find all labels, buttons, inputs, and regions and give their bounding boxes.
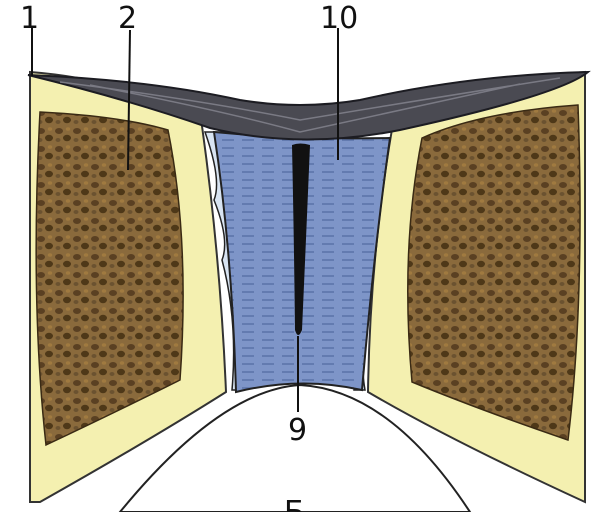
label-9: 9 (288, 413, 307, 448)
right-spongy-bone (408, 105, 580, 440)
label-10: 10 (320, 1, 358, 36)
label-1: 1 (20, 1, 39, 36)
label-2: 2 (118, 1, 137, 36)
label-bottom: Б (284, 495, 305, 512)
